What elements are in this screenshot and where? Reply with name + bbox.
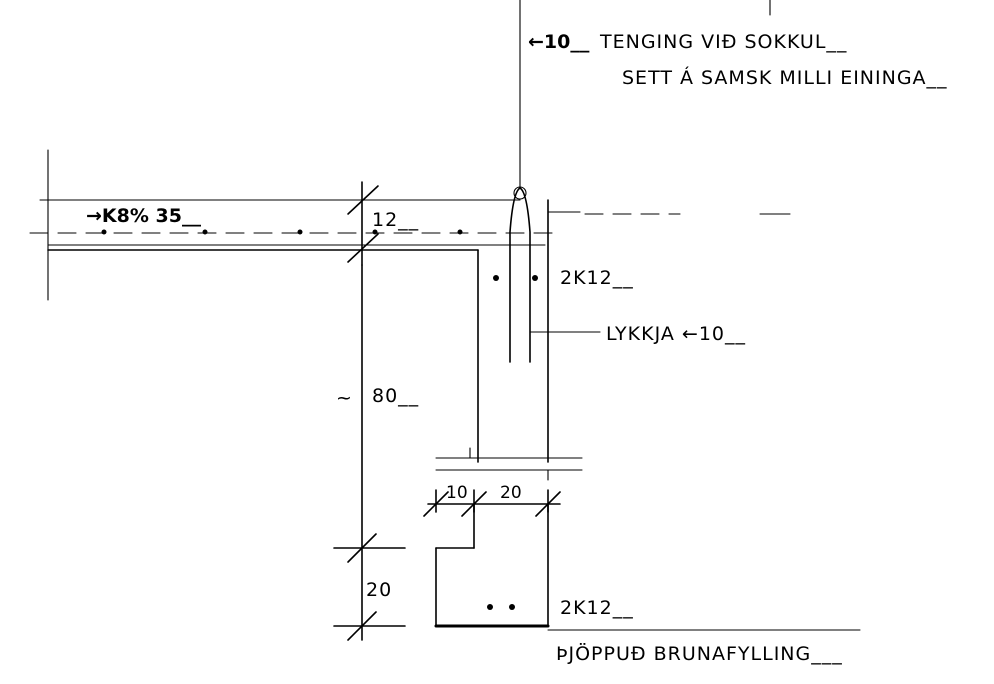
bar-size-label: ←10__ xyxy=(528,31,590,53)
break-lines xyxy=(435,447,583,481)
connection-note-line2: SETT Á SAMSK MILLI EININGA__ xyxy=(622,66,948,89)
slab-thickness-dimension xyxy=(347,181,379,266)
bottom-bars-label: 2K12__ xyxy=(560,597,634,619)
slab-mesh-label: →K8% 35__ xyxy=(86,205,201,227)
fill-material-label: ÞJÖPPUÐ BRUNAFYLLING___ xyxy=(556,642,843,665)
top-bars-label: 2K12__ xyxy=(560,267,634,289)
footing-height-label: 20 xyxy=(366,579,392,601)
connection-note-line1: TENGING VIÐ SOKKUL__ xyxy=(599,31,847,53)
slab-thickness-label: 12__ xyxy=(372,209,419,231)
wall-height-label: 80__ xyxy=(372,385,419,407)
footing-width-dimension xyxy=(423,489,561,517)
slab xyxy=(29,149,556,301)
wall-height-tilde: ~ xyxy=(336,387,353,409)
connection-loop-bar xyxy=(509,0,771,363)
wall xyxy=(477,199,791,463)
loop-bar-label: LYKKJA ←10__ xyxy=(606,323,746,345)
footing-dim-left-label: 10 xyxy=(446,483,468,503)
height-dimensions xyxy=(333,264,406,641)
footing-dim-right-label: 20 xyxy=(500,483,522,503)
footing xyxy=(434,503,861,631)
